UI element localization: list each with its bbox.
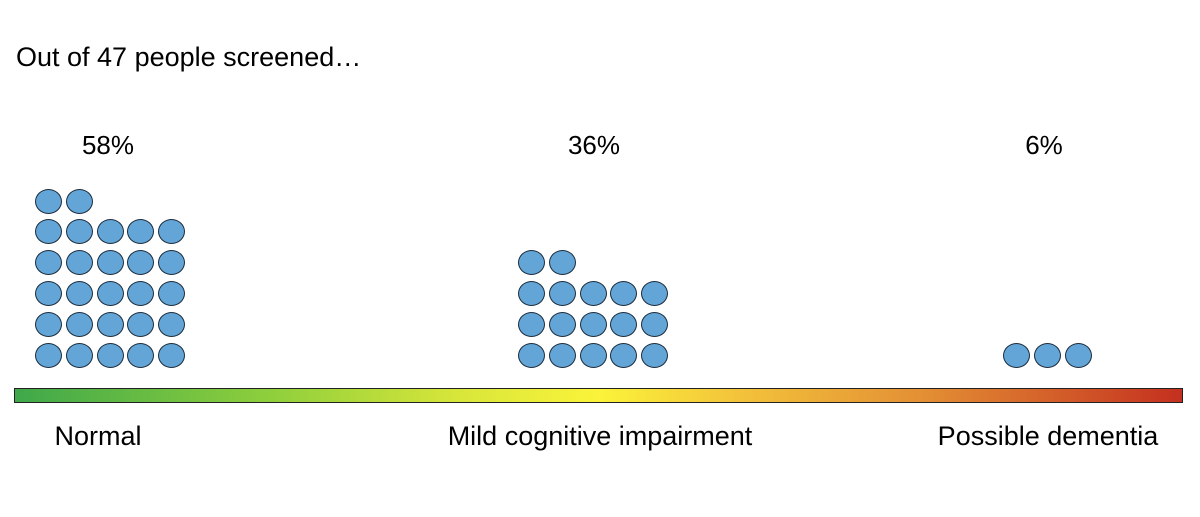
- person-dot-mild-cognitive-impairment: [610, 343, 638, 368]
- severity-gradient-bar: [14, 388, 1183, 403]
- person-dot-normal: [65, 312, 93, 338]
- person-dot-normal: [96, 312, 124, 338]
- person-dot-normal: [127, 219, 155, 245]
- category-label-possible-dementia: Possible dementia: [937, 421, 1159, 451]
- chart-title: Out of 47 people screened…: [16, 42, 362, 72]
- person-dot-normal: [65, 219, 93, 245]
- category-label-normal: Normal: [54, 421, 142, 451]
- person-dot-mild-cognitive-impairment: [518, 281, 545, 307]
- person-dot-normal: [96, 250, 124, 276]
- person-dot-normal: [158, 343, 186, 368]
- person-dot-possible-dementia: [1003, 343, 1030, 368]
- person-dot-mild-cognitive-impairment: [548, 312, 576, 338]
- person-dot-normal: [65, 281, 93, 307]
- person-dot-mild-cognitive-impairment: [518, 343, 545, 368]
- person-dot-normal: [96, 281, 124, 307]
- person-dot-mild-cognitive-impairment: [548, 343, 576, 368]
- person-dot-normal: [35, 250, 62, 276]
- person-dot-mild-cognitive-impairment: [579, 281, 607, 307]
- person-dot-mild-cognitive-impairment: [641, 312, 669, 338]
- person-dot-mild-cognitive-impairment: [610, 312, 638, 338]
- person-dot-normal: [158, 281, 186, 307]
- person-dot-mild-cognitive-impairment: [518, 250, 545, 276]
- person-dot-normal: [35, 281, 62, 307]
- person-dot-normal: [35, 188, 62, 214]
- person-dot-normal: [127, 312, 155, 338]
- person-dot-normal: [65, 343, 93, 368]
- person-dot-normal: [65, 250, 93, 276]
- person-dot-normal: [35, 219, 62, 245]
- person-dot-normal: [96, 343, 124, 368]
- percent-label-normal: 58%: [81, 130, 135, 160]
- person-dot-normal: [96, 219, 124, 245]
- person-dot-mild-cognitive-impairment: [548, 250, 576, 276]
- person-dot-possible-dementia: [1033, 343, 1061, 368]
- person-dot-mild-cognitive-impairment: [579, 312, 607, 338]
- person-dot-normal: [158, 312, 186, 338]
- person-dot-mild-cognitive-impairment: [518, 312, 545, 338]
- person-dot-normal: [127, 281, 155, 307]
- person-dot-mild-cognitive-impairment: [548, 281, 576, 307]
- person-dot-normal: [127, 250, 155, 276]
- person-dot-normal: [158, 250, 186, 276]
- person-dot-mild-cognitive-impairment: [610, 281, 638, 307]
- person-dot-mild-cognitive-impairment: [641, 343, 669, 368]
- percent-label-possible-dementia: 6%: [1025, 130, 1063, 160]
- person-dot-normal: [127, 343, 155, 368]
- category-label-mild-cognitive-impairment: Mild cognitive impairment: [447, 421, 753, 451]
- person-dot-mild-cognitive-impairment: [641, 281, 669, 307]
- person-dot-normal: [65, 188, 93, 214]
- person-dot-possible-dementia: [1064, 343, 1092, 368]
- person-dot-normal: [35, 312, 62, 338]
- person-dot-normal: [158, 219, 186, 245]
- person-dot-normal: [35, 343, 62, 368]
- person-dot-mild-cognitive-impairment: [579, 343, 607, 368]
- percent-label-mild-cognitive-impairment: 36%: [567, 130, 621, 160]
